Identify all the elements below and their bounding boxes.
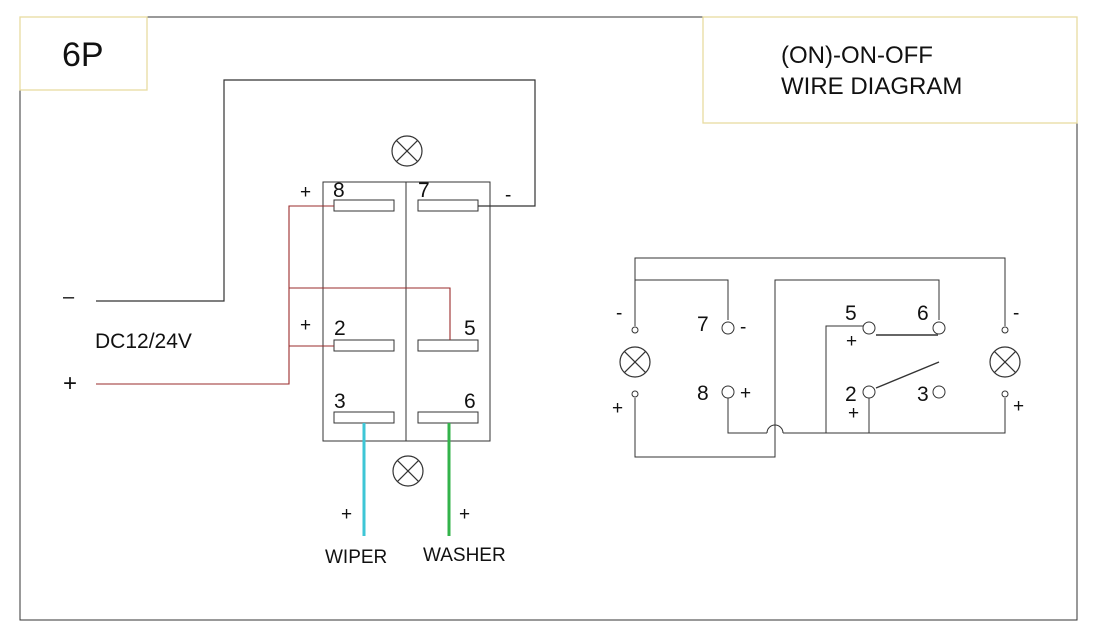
terminal-2 — [333, 339, 395, 352]
positive-wire-pin5 — [289, 287, 451, 340]
pin6-wire — [774, 279, 940, 433]
positive-wire — [96, 205, 334, 385]
terminal-7 — [721, 321, 735, 335]
lamp-icon — [392, 455, 424, 487]
supply-voltage-label: DC12/24V — [95, 330, 192, 353]
sign-plus-2: + — [300, 315, 311, 336]
supply-plus: + — [63, 370, 77, 397]
switch-lever — [875, 361, 940, 389]
lamp-lead — [631, 326, 639, 334]
header-box — [702, 16, 1078, 124]
washer-label: WASHER — [423, 545, 506, 566]
wire-crossover — [766, 424, 784, 434]
lamp-left-minus: - — [616, 303, 622, 324]
header-line2: WIRE DIAGRAM — [781, 73, 962, 100]
lamp-icon — [989, 346, 1021, 378]
pin-label-6: 6 — [917, 302, 929, 325]
lamp-lead — [631, 390, 639, 398]
terminal-6 — [417, 411, 479, 424]
terminal-5 — [417, 339, 479, 352]
lamp-right-minus: - — [1013, 303, 1019, 324]
right-schematic: 7 8 5 6 2 3 - + - + + + - + — [612, 257, 1024, 458]
bottom-left-wire — [634, 398, 776, 458]
terminal-2 — [862, 385, 876, 399]
wiper-label: WIPER — [325, 547, 387, 568]
pin7-minus: - — [740, 317, 746, 338]
sign-plus-8: + — [300, 182, 311, 203]
pin2-plus: + — [848, 403, 859, 424]
pin-label-7: 7 — [697, 313, 709, 336]
lamp-lead — [1001, 326, 1009, 334]
pin8-wire — [727, 398, 767, 434]
pin-label-3: 3 — [917, 383, 929, 406]
pin8-plus: + — [740, 383, 751, 404]
pin-label-2: 2 — [845, 383, 857, 406]
lamp-icon — [619, 346, 651, 378]
lamp-left-plus: + — [612, 398, 623, 419]
outer-frame — [19, 16, 1078, 621]
header-line1: (ON)-ON-OFF — [781, 42, 933, 69]
lamp-right-plus: + — [1013, 396, 1024, 417]
title-text: 6P — [62, 36, 104, 74]
washer-plus: + — [459, 504, 470, 525]
pin-label-5: 5 — [464, 317, 476, 340]
supply-minus: – — [63, 286, 75, 308]
pin-label-6: 6 — [464, 390, 476, 413]
sign-minus-7: - — [505, 185, 511, 206]
negative-wire — [96, 79, 536, 302]
top-bus-wire — [634, 257, 1006, 326]
pin-label-7: 7 — [418, 179, 430, 202]
bottom-right-wire — [783, 398, 1006, 434]
pin7-wire — [635, 279, 729, 320]
lamp-icon — [391, 135, 423, 167]
pin-label-5: 5 — [845, 302, 857, 325]
pin5-wire — [825, 325, 869, 433]
pin-label-3: 3 — [334, 390, 346, 413]
lamp-lead — [1001, 390, 1009, 398]
title-box — [19, 16, 148, 91]
terminal-3 — [333, 411, 395, 424]
pin-label-8: 8 — [333, 179, 345, 202]
wiper-plus: + — [341, 504, 352, 525]
terminal-5 — [862, 321, 876, 335]
pin-label-8: 8 — [697, 382, 709, 405]
terminal-3 — [932, 385, 946, 399]
terminal-8 — [721, 385, 735, 399]
pin-label-2: 2 — [334, 317, 346, 340]
left-switch-diagram: 8 7 2 5 3 6 + - + – + DC12/24V + + WIPER… — [63, 79, 536, 568]
terminal-6 — [932, 321, 946, 335]
pin5-plus: + — [846, 331, 857, 352]
